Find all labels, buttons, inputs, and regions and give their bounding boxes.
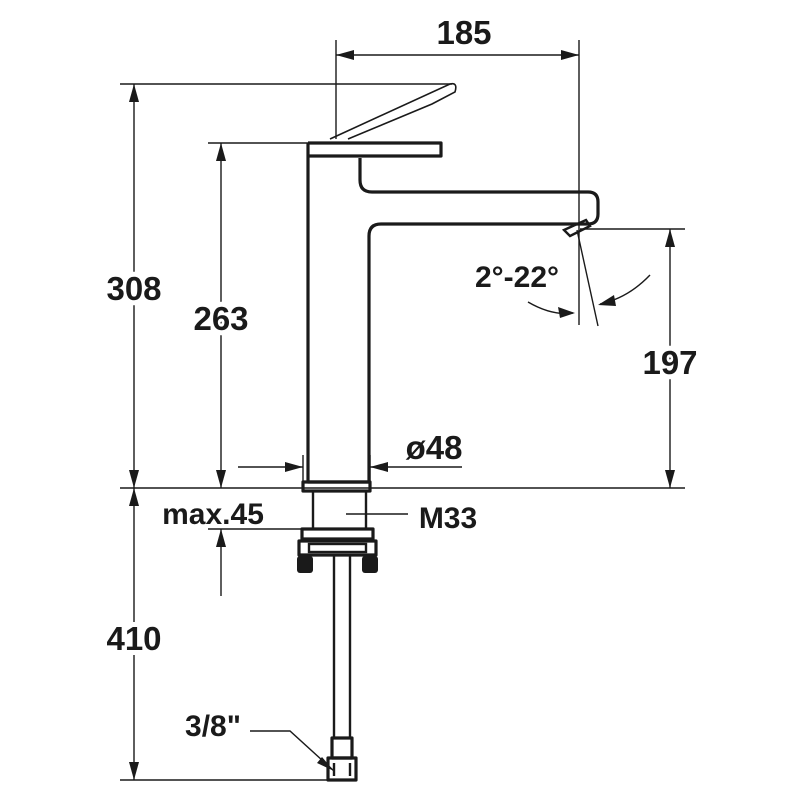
arrow-head [129,84,139,102]
arrow-head [129,470,139,488]
arrow-head [561,50,579,60]
thread-shank [311,489,368,531]
dim-hose-length: 410 [101,488,332,781]
mounting-plate [300,527,375,541]
arrow-head [216,143,226,161]
dim-label-body-height: 263 [193,300,248,337]
supply-hose [332,553,352,740]
mounting-nut-left [297,556,313,573]
dim-label-max-deck-thickness: max.45 [162,498,264,531]
arrow-head [216,529,226,547]
dim-total-height: 308 [101,83,452,488]
dim-label-total-height: 308 [106,270,161,307]
dim-label-base-diameter: ø48 [406,429,463,466]
mounting-inner [307,542,368,554]
dim-label-spout-height: 197 [642,344,697,381]
mounting-nut-right [362,556,378,573]
mounting-assembly [297,489,378,782]
arrow-head [598,295,616,306]
arrow-head [285,462,303,472]
dim-base-diameter: ø48 [238,429,462,482]
dim-max-deck-thickness: max.45 [162,498,302,596]
lever-plate [308,141,443,158]
lever-handle [329,82,457,140]
dim-body-height: 263 [188,142,308,488]
arrow-head [317,757,334,771]
dim-label-connection: 3/8" [185,710,241,743]
dim-spout-height: 197 [580,228,703,488]
arrow-head [336,50,354,60]
hose-nut [326,756,358,782]
arrow-head [370,462,388,472]
dim-label-thread: M33 [419,502,477,535]
dim-aerator-angle: 2°-22° [475,229,651,327]
arrow-head [129,488,139,506]
arrow-head [558,307,575,318]
hose-fitting [330,736,354,760]
leader-line [250,730,335,772]
dim-thread: M33 [346,502,477,535]
arrow-head [665,470,675,488]
dim-spout-reach: 185 [335,14,580,325]
dim-label-spout-reach: 185 [436,14,491,51]
dim-label-hose-length: 410 [106,620,161,657]
dim-connection: 3/8" [185,710,335,772]
arrow-head [665,229,675,247]
body-outline [306,143,600,484]
base-ring [301,480,372,493]
arrow-head [216,470,226,488]
dim-label-aerator-angle: 2°-22° [475,261,559,294]
arrow-head [129,762,139,780]
angle-line [576,229,599,327]
